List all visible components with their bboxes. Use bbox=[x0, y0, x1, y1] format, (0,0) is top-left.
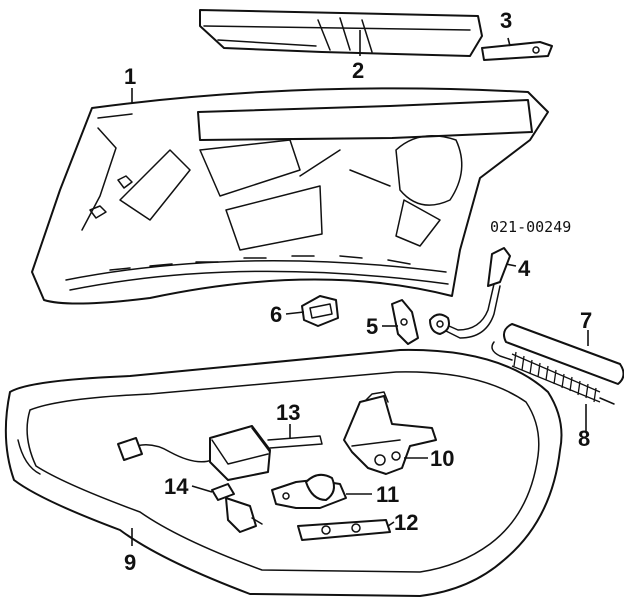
callout-9: 9 bbox=[124, 550, 136, 575]
callout-13: 13 bbox=[276, 400, 300, 425]
callout-12: 12 bbox=[394, 510, 418, 535]
part-9-weatherstrip bbox=[4, 348, 563, 597]
callout-11: 11 bbox=[376, 482, 399, 507]
callout-7: 7 bbox=[580, 308, 592, 333]
callout-14: 14 bbox=[164, 474, 189, 499]
callout-1: 1 bbox=[124, 64, 136, 89]
callout-2: 2 bbox=[352, 58, 364, 83]
part-12-lock-plate bbox=[297, 519, 391, 541]
callout-8: 8 bbox=[578, 426, 590, 451]
part-3-bracket bbox=[481, 41, 553, 61]
callout-5: 5 bbox=[366, 314, 378, 339]
part-6-clip bbox=[301, 295, 339, 327]
part-10-latch bbox=[343, 391, 437, 475]
part-4-hinge-arm bbox=[439, 247, 511, 339]
part-7-strut-tube bbox=[503, 323, 624, 385]
part-13-actuator bbox=[117, 425, 323, 481]
part-11-lock-cylinder bbox=[271, 473, 347, 509]
callout-10: 10 bbox=[430, 446, 454, 471]
callout-4: 4 bbox=[518, 256, 531, 281]
reference-code: 021-00249 bbox=[490, 218, 571, 236]
callout-3: 3 bbox=[500, 8, 512, 33]
callout-6: 6 bbox=[270, 302, 282, 327]
leader-lines bbox=[131, 30, 589, 546]
part-14-switch bbox=[211, 483, 263, 533]
part-2-trim-strip bbox=[199, 9, 483, 57]
part-8-spring bbox=[491, 341, 615, 405]
part-1-trunk-lid bbox=[31, 87, 549, 305]
part-5-hinge-bracket bbox=[391, 299, 450, 345]
